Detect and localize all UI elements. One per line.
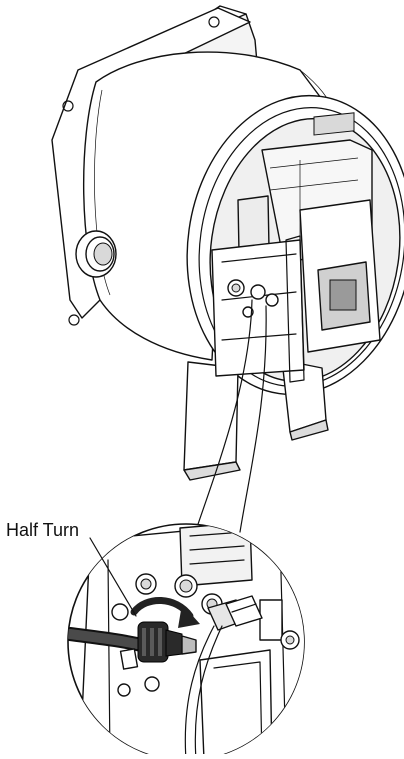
label-leader-line (89, 537, 137, 617)
detail-magnifier-circle (67, 523, 305, 759)
leader-line (239, 305, 267, 533)
circuit-boards (211, 112, 381, 383)
flange-hole-icon (208, 16, 220, 28)
cable-connector (68, 621, 197, 663)
side-port-icon (75, 230, 117, 278)
half-turn-label: Half Turn (6, 520, 80, 540)
flange-hole-icon (62, 100, 74, 112)
rotation-arrow (130, 597, 200, 628)
secondary-connector-icon (184, 595, 263, 759)
leader-line (195, 299, 253, 531)
flange-hole-icon (68, 314, 80, 326)
